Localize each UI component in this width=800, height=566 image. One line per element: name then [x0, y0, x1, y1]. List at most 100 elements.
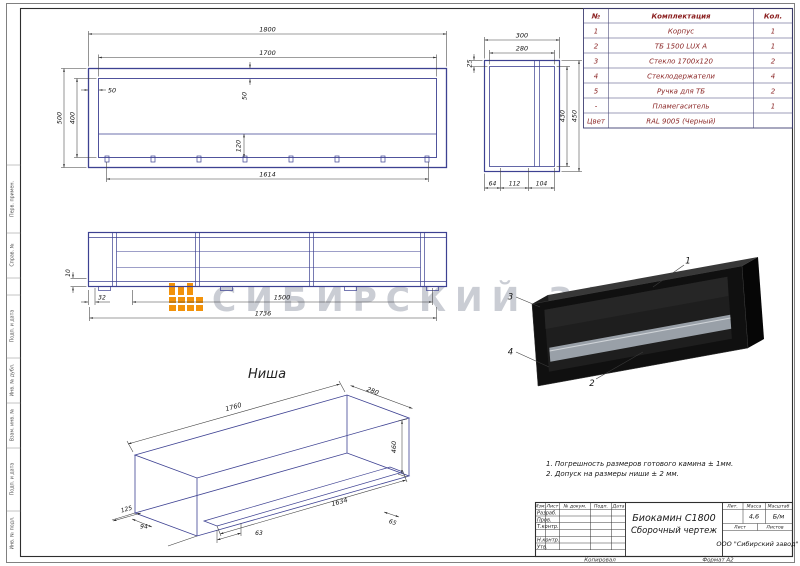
part-qty: 1	[771, 103, 775, 111]
tb-lit-label: Лит.	[726, 504, 738, 510]
part-name: Пламегаситель	[653, 103, 710, 111]
parts-row-1: 1 Корпус 1	[594, 28, 775, 36]
parts-row-4: 4 Стеклодержатели 4	[594, 73, 775, 81]
part-num: Цвет	[587, 118, 606, 126]
front-view: 1800 1700 500 400 50 50 120 1614	[56, 26, 448, 182]
part-num: 2	[594, 43, 599, 51]
part-num: 4	[594, 73, 598, 81]
dim-side-seg3: 104	[536, 181, 548, 188]
tb-company: ООО "Сибирский завод"	[716, 540, 798, 548]
title-block: Изм. Лист № докум. Подп. Дата Разраб. Пр…	[534, 501, 799, 558]
part-num: 3	[594, 58, 598, 66]
dim-front-glass-height: 120	[235, 140, 243, 152]
fireplace-3d-render: 1 3 4 2	[508, 257, 764, 389]
margin-label-ref-number: Справ. №	[10, 243, 16, 266]
dim-front-offset-top: 50	[241, 92, 249, 100]
dim-front-height-inner: 400	[69, 112, 77, 124]
callout-4: 4	[508, 348, 513, 358]
dim-front-burner-length: 1614	[259, 171, 276, 179]
part-name: Корпус	[668, 28, 694, 36]
dim-plan-10: 10	[65, 269, 72, 277]
tb-col-list: Лист	[546, 504, 559, 510]
fireplace-interior-shadow	[544, 276, 729, 329]
note-line-2: 2. Допуск на размеры ниши ± 2 мм.	[546, 470, 679, 478]
dim-niche-460: 460	[390, 441, 398, 453]
tb-sheet-label: Лист	[733, 525, 746, 531]
part-qty: 1	[771, 43, 775, 51]
note-line-1: 1. Погрешность размеров готового камина …	[546, 460, 733, 468]
dim-niche-1760: 1760	[224, 401, 242, 413]
plan-view: 10 32 1500 1736	[65, 231, 448, 321]
margin-label-inv-dup: Инв. № дубл.	[10, 364, 16, 397]
dim-niche-94: 94	[140, 524, 148, 531]
tb-row-utv: Утв.	[537, 544, 548, 550]
part-qty: 1	[771, 28, 775, 36]
part-qty: 2	[771, 88, 776, 96]
parts-row-7: Цвет RAL 9005 (Черный)	[587, 118, 716, 126]
dim-plan-1500: 1500	[274, 294, 291, 302]
dim-side-width-total: 300	[516, 32, 528, 40]
margin-label-sign-date-2: Подп. и дата	[10, 463, 16, 496]
part-name: RAL 9005 (Черный)	[646, 118, 716, 126]
callout-3: 3	[508, 293, 513, 303]
dim-plan-32: 32	[98, 295, 106, 302]
dim-plan-1736: 1736	[255, 310, 272, 318]
margin-label-inv-orig: Инв. № подл.	[10, 516, 16, 549]
tb-mass-value: 4,6	[749, 513, 759, 521]
niche-view: Ниша 1760 280 460 1634 125 94 63 65	[111, 367, 413, 547]
callout-2: 2	[589, 379, 594, 389]
tb-sheets-label: Листов	[765, 525, 783, 531]
tb-row-tkontr: Т.контр.	[537, 524, 559, 530]
dim-front-width-inner: 1700	[259, 49, 276, 57]
callout-1: 1	[685, 257, 690, 267]
dim-side-seg2: 112	[509, 181, 521, 188]
part-qty: 2	[771, 58, 776, 66]
margin-label-repl-inv: Взам. инв. №	[10, 409, 16, 442]
parts-col-qty: Кол.	[764, 13, 782, 21]
parts-row-3: 3 Стекло 1700х120 2	[594, 58, 776, 66]
part-qty: 4	[771, 73, 775, 81]
dim-front-width-total: 1800	[259, 26, 276, 34]
notes: 1. Погрешность размеров готового камина …	[546, 460, 733, 478]
glass-clips	[104, 155, 430, 163]
tb-mass-label: Масса	[747, 504, 762, 510]
tb-scale-value: Б/м	[773, 513, 785, 521]
footer-format: Формат А2	[702, 558, 734, 564]
dim-side-top-offset: 25	[466, 59, 474, 67]
dim-front-height-total: 500	[56, 112, 64, 124]
side-view: 300 280 25 430 450 64 112 104	[466, 32, 582, 191]
tb-col-izm: Изм.	[535, 504, 546, 510]
part-name: ТБ 1500 LUX A	[655, 43, 707, 51]
dim-front-offset-left: 50	[108, 87, 116, 95]
parts-row-2: 2 ТБ 1500 LUX A 1	[594, 43, 775, 51]
dim-side-height-total: 450	[571, 110, 579, 122]
footer-copied-by: Копировал	[584, 558, 616, 564]
dim-side-seg1: 64	[489, 181, 497, 188]
parts-row-5: 5 Ручка для ТБ 2	[594, 88, 776, 96]
tb-col-dokum: № докум.	[563, 504, 587, 510]
dim-side-width-inner: 280	[516, 45, 528, 53]
dim-niche-280: 280	[365, 385, 379, 397]
parts-col-num: №	[591, 13, 601, 21]
parts-col-name: Комплектация	[651, 13, 711, 21]
fireplace-top-face	[532, 257, 758, 304]
part-name: Стекло 1700х120	[649, 58, 713, 66]
sheet-footer: Копировал Формат А2	[584, 558, 734, 564]
tb-col-data: Дата	[612, 504, 625, 510]
tb-row-razrab: Разраб.	[537, 511, 557, 517]
dim-niche-125: 125	[120, 505, 133, 515]
part-num: 5	[594, 88, 599, 96]
parts-row-6: - Пламегаситель 1	[595, 103, 776, 111]
parts-table: № Комплектация Кол. 1 Корпус 1 2 ТБ 1500…	[583, 8, 793, 129]
part-num: 1	[594, 28, 598, 36]
margin-label-primary-use: Перв. примен.	[10, 181, 16, 217]
dim-niche-65: 65	[388, 518, 398, 527]
dim-niche-63: 63	[255, 530, 263, 537]
tb-col-podp: Подп.	[594, 504, 608, 510]
dim-side-height-inner: 430	[559, 110, 567, 122]
part-num: -	[595, 103, 598, 111]
brand-logo-icon	[169, 283, 203, 311]
tb-row-nkontr: Н.контр.	[537, 538, 559, 544]
